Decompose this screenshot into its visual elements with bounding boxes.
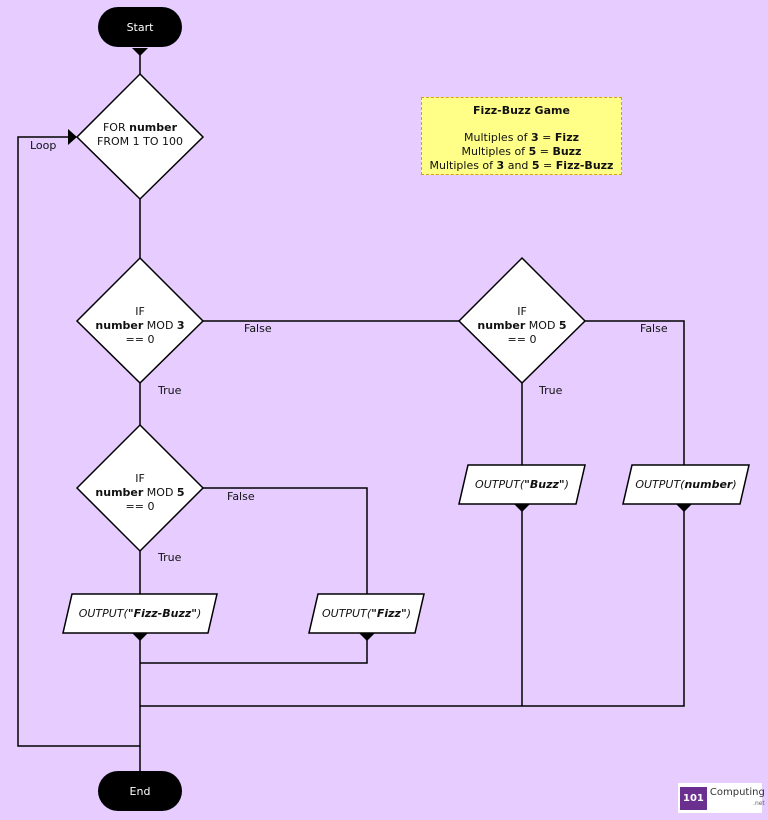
output-fizz-arg: "Fizz" [371, 607, 407, 620]
note-rule-buzz-mid: = [536, 145, 553, 158]
note-rule-fizzbuzz-n2: 5 [531, 159, 540, 172]
note-rule-fizz-n: 3 [531, 131, 539, 144]
edge-label-mod5b-false: False [640, 322, 668, 335]
arrow-number [676, 504, 692, 512]
arrow-start [132, 48, 148, 56]
output-number-shape [622, 464, 750, 505]
logo-suffix: .net [753, 800, 765, 807]
edge-label-mod3-false: False [244, 322, 272, 335]
arrow-buzz [514, 504, 530, 512]
output-number-arg: number [684, 478, 733, 491]
note-rule-fizz-word: Fizz [554, 131, 579, 144]
decision-mod5a-cmp: == 0 [125, 500, 155, 513]
start-label: Start [126, 20, 154, 34]
edge-label-mod5b-true: True [539, 384, 563, 397]
output-fizz-shape [308, 593, 425, 634]
decision-mod5a-var: number [95, 486, 144, 499]
note-rule-buzz-pre: Multiples of [461, 145, 529, 158]
output-fizz: OUTPUT("Fizz") [309, 594, 424, 633]
decision-mod3-if: IF [135, 305, 145, 318]
decision-mod5a-op: MOD [143, 486, 177, 499]
decision-mod5a-if: IF [135, 472, 145, 485]
output-buzz-close: ) [564, 478, 569, 491]
connector-fizz-merge [140, 633, 368, 664]
output-fizzbuzz: OUTPUT("Fizz-Buzz") [63, 594, 217, 633]
note-rule-buzz-n: 5 [528, 145, 537, 158]
note-rule-fizz: Multiples of 3 = Fizz [422, 131, 621, 145]
start-terminal: Start [98, 7, 182, 47]
output-fizzbuzz-shape [62, 593, 218, 634]
decision-mod5a-divisor: 5 [176, 486, 185, 499]
arrow-fizzbuzz [132, 633, 148, 641]
note-rule-fizzbuzz-word: Fizz-Buzz [555, 159, 614, 172]
output-buzz-fn: OUTPUT( [475, 478, 525, 491]
output-number: OUTPUT(number) [623, 465, 749, 504]
decision-mod3-text: IF number MOD 3 == 0 [80, 305, 200, 347]
note-rule-fizzbuzz: Multiples of 3 and 5 = Fizz-Buzz [422, 159, 621, 173]
edge-label-mod5a-true: True [158, 551, 182, 564]
decision-mod5b-divisor: 5 [558, 319, 567, 332]
101computing-logo[interactable]: 101 Computing .net [678, 783, 765, 813]
decision-mod3-cmp: == 0 [125, 333, 155, 346]
loop-range: FROM 1 TO 100 [97, 135, 183, 148]
loop-pre: FOR [102, 121, 130, 134]
output-buzz-shape [458, 464, 586, 505]
output-buzz: OUTPUT("Buzz") [459, 465, 585, 504]
decision-mod5b-diamond [457, 256, 587, 385]
decision-mod5b-var: number [477, 319, 526, 332]
decision-mod5a-diamond [75, 423, 205, 553]
end-terminal: End [98, 771, 182, 811]
output-fizzbuzz-fn: OUTPUT( [78, 607, 128, 620]
output-number-fn: OUTPUT( [635, 478, 685, 491]
output-fizz-fn: OUTPUT( [322, 607, 372, 620]
connector-loop-back [17, 136, 140, 747]
end-label: End [129, 784, 151, 798]
decision-mod3-var: number [95, 319, 144, 332]
note-title: Fizz-Buzz Game [473, 104, 570, 117]
output-fizz-close: ) [406, 607, 411, 620]
decision-mod3-diamond [75, 256, 205, 385]
loop-edge-label: Loop [30, 139, 57, 152]
connector-mod5b-false [585, 320, 685, 465]
decision-mod5b-op: MOD [525, 319, 559, 332]
output-number-close: ) [732, 478, 737, 491]
note-rule-fizzbuzz-and: and [504, 159, 532, 172]
loop-text: FOR number FROM 1 TO 100 [80, 121, 200, 149]
note-rule-buzz-word: Buzz [552, 145, 582, 158]
decision-mod5a-text: IF number MOD 5 == 0 [80, 472, 200, 514]
logo-name: Computing [709, 787, 765, 798]
arrow-loop-in [68, 129, 77, 145]
decision-mod5b-if: IF [517, 305, 527, 318]
output-fizzbuzz-arg: "Fizz-Buzz" [127, 607, 197, 620]
connector-number-merge [140, 504, 685, 707]
note-rule-buzz: Multiples of 5 = Buzz [422, 145, 621, 159]
logo-text: Computing .net [710, 787, 765, 809]
edge-label-mod5a-false: False [227, 490, 255, 503]
decision-mod3-op: MOD [143, 319, 177, 332]
decision-mod5b-cmp: == 0 [507, 333, 537, 346]
output-fizzbuzz-close: ) [196, 607, 202, 620]
arrow-fizz [359, 633, 375, 641]
fizz-buzz-note: Fizz-Buzz Game Multiples of 3 = Fizz Mul… [421, 97, 622, 175]
loop-diamond [75, 72, 205, 201]
note-rule-fizzbuzz-mid: = [539, 159, 556, 172]
connector-mod5a-false [203, 487, 368, 594]
note-rule-fizz-pre: Multiples of [464, 131, 532, 144]
note-rule-fizz-mid: = [538, 131, 555, 144]
loop-var: number [129, 121, 177, 134]
note-rule-fizzbuzz-n: 3 [496, 159, 505, 172]
note-rule-fizzbuzz-pre: Multiples of [429, 159, 497, 172]
output-buzz-arg: "Buzz" [524, 478, 565, 491]
decision-mod3-divisor: 3 [176, 319, 185, 332]
logo-number: 101 [680, 786, 707, 810]
decision-mod5b-text: IF number MOD 5 == 0 [462, 305, 582, 347]
edge-label-mod3-true: True [158, 384, 182, 397]
